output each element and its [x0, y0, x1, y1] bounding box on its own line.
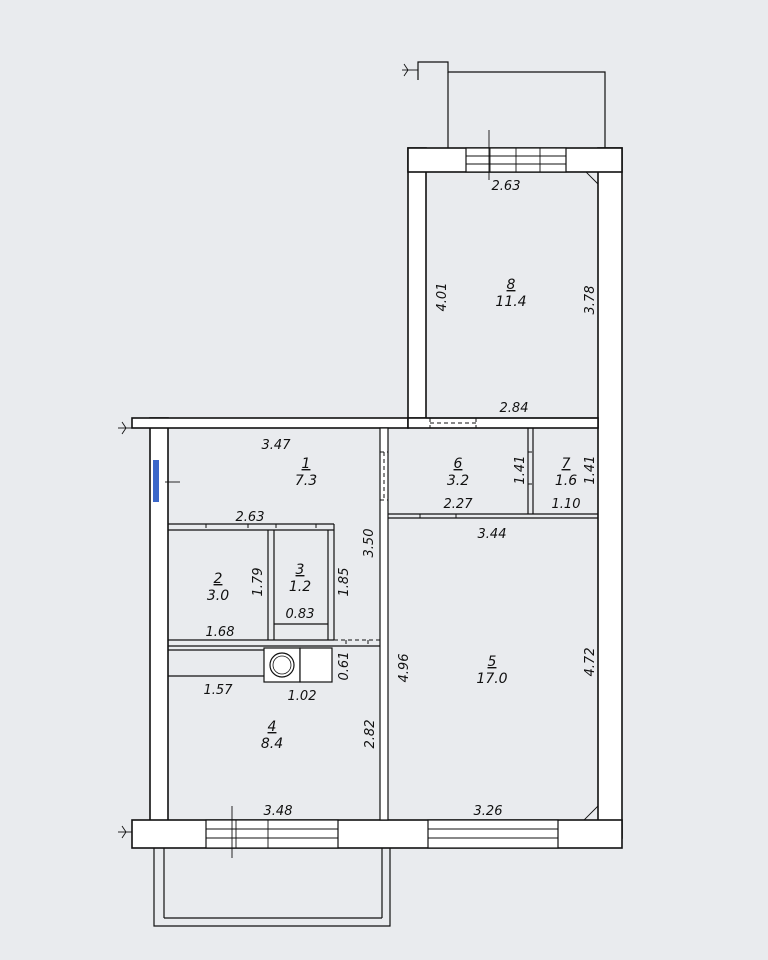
dim-duct-height: 0.61 [337, 652, 352, 681]
dimension-labels: 2.63 4.01 3.78 2.84 3.47 2.63 3.50 1.41 … [204, 179, 598, 819]
window-room8 [465, 130, 567, 180]
interior-walls [168, 417, 598, 821]
dim-room7-height: 1.41 [583, 456, 598, 485]
room-3-area: 1.2 [289, 579, 311, 595]
room-4-number: 4 [268, 719, 277, 735]
door-openings [205, 418, 533, 647]
dim-room6-bottom: 2.27 [444, 497, 474, 512]
dim-room1-right: 3.50 [362, 529, 377, 558]
room-5-number: 5 [488, 654, 497, 670]
room-4-area: 8.4 [261, 736, 283, 752]
dim-room2-height: 1.79 [251, 568, 266, 597]
room-5-area: 17.0 [476, 671, 507, 687]
dim-room6-height: 1.41 [513, 456, 528, 485]
upper-balcony [402, 61, 606, 148]
break-marks [118, 421, 132, 839]
corner-chamfers [582, 171, 599, 821]
entrance-door [153, 460, 180, 502]
lower-balcony [153, 848, 391, 927]
room-6-number: 6 [454, 456, 463, 472]
outer-walls [131, 147, 623, 849]
dim-room5-bottom: 3.26 [474, 804, 503, 819]
dim-kitchen-left: 1.57 [204, 683, 234, 698]
dim-room4-bottom: 3.48 [264, 804, 293, 819]
room-8-number: 8 [507, 277, 516, 293]
dim-room7-bottom: 1.10 [552, 497, 581, 512]
dim-room3-width: 0.83 [286, 607, 315, 622]
dim-room3-height: 1.85 [337, 568, 352, 597]
dim-room5-top: 3.44 [478, 527, 507, 542]
dim-room8-right: 3.78 [583, 286, 598, 315]
room-labels: 8 11.4 1 7.3 6 3.2 7 1.6 2 3.0 3 1.2 5 1… [207, 277, 577, 752]
window-room4 [205, 806, 339, 858]
dim-kitchen-right: 1.02 [288, 689, 317, 704]
room-1-area: 7.3 [295, 473, 317, 489]
dim-room8-left: 4.01 [435, 283, 450, 312]
room-7-area: 1.6 [555, 473, 577, 489]
dim-room5-right: 4.72 [583, 648, 598, 677]
dim-room8-bottom: 2.84 [500, 401, 529, 416]
dim-room8-top: 2.63 [492, 179, 521, 194]
dim-room5-left: 4.96 [397, 654, 412, 683]
room-8-area: 11.4 [495, 294, 526, 310]
dim-room1-top: 3.47 [262, 438, 292, 453]
room-7-number: 7 [562, 456, 571, 472]
window-room5 [427, 819, 559, 849]
dim-room2-bottom: 1.68 [206, 625, 235, 640]
room-2-area: 3.0 [207, 588, 229, 604]
room-2-number: 2 [214, 571, 223, 587]
dim-room4-height: 2.82 [363, 720, 378, 749]
dim-room1-bottom: 2.63 [236, 510, 265, 525]
room-6-area: 3.2 [447, 473, 469, 489]
room-1-number: 1 [302, 456, 311, 472]
kitchen-appliances [263, 647, 333, 683]
room-3-number: 3 [296, 562, 305, 578]
